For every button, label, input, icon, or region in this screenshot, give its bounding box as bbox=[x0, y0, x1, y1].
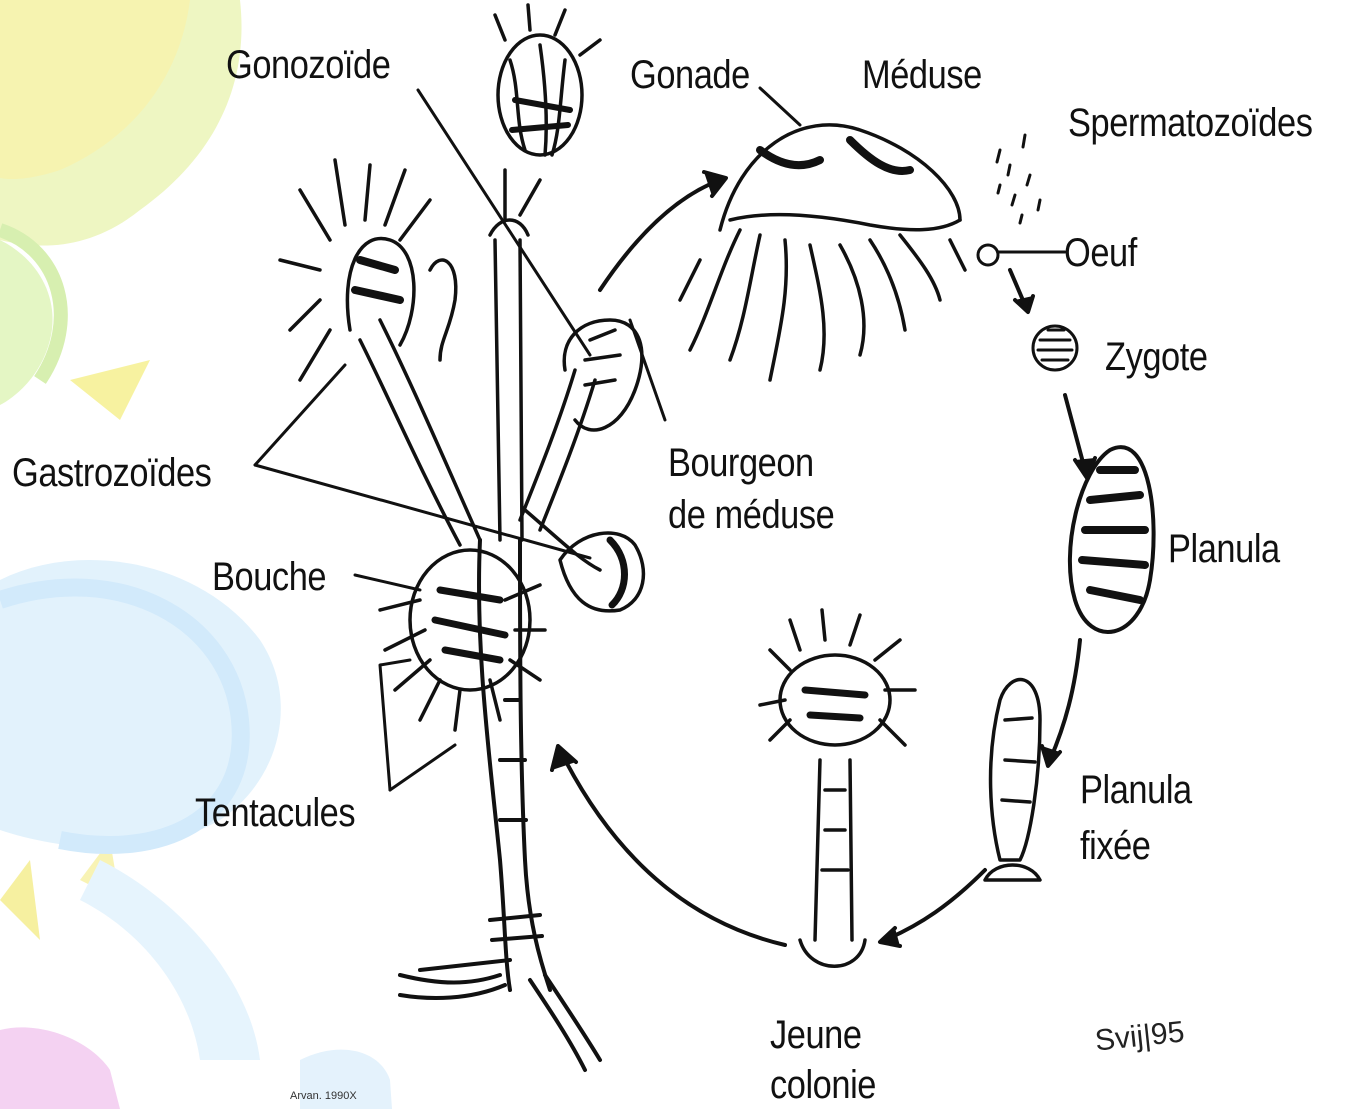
label-bouche: Bouche bbox=[212, 554, 326, 600]
label-jeune-line2: colonie bbox=[770, 1062, 876, 1108]
spermatozoa bbox=[997, 135, 1040, 223]
medusa-bud bbox=[520, 320, 642, 530]
label-zygote: Zygote bbox=[1105, 334, 1208, 380]
fixed-planula bbox=[985, 680, 1040, 880]
label-oeuf: Oeuf bbox=[1064, 230, 1137, 276]
medusa bbox=[680, 125, 965, 380]
young-colony bbox=[760, 610, 915, 966]
label-jeune-line1: Jeune bbox=[770, 1012, 862, 1058]
planula bbox=[1070, 447, 1154, 632]
arrow-bud-to-medusa bbox=[600, 180, 720, 290]
label-planula-fixee-line1: Planula bbox=[1080, 767, 1192, 813]
label-gonozoide: Gonozoïde bbox=[226, 42, 390, 88]
colony-stalk bbox=[400, 540, 600, 1070]
zygote bbox=[1033, 326, 1077, 370]
arrow-planula-to-fixed bbox=[1050, 640, 1080, 760]
gastrozoid-right bbox=[525, 510, 643, 611]
egg bbox=[978, 245, 1065, 265]
label-gonade: Gonade bbox=[630, 52, 750, 98]
leader-lines bbox=[255, 88, 800, 790]
label-planula-fixee-line2: fixée bbox=[1080, 823, 1151, 869]
label-meduse: Méduse bbox=[862, 52, 982, 98]
label-tentacules: Tentacules bbox=[195, 790, 355, 836]
artist-credit: Arvan. 1990X bbox=[290, 1090, 357, 1102]
label-bourgeon-line1: Bourgeon bbox=[668, 440, 814, 486]
label-bourgeon-line2: de méduse bbox=[668, 492, 834, 538]
label-gastrozoides: Gastrozoïdes bbox=[12, 450, 211, 496]
label-planula: Planula bbox=[1168, 526, 1280, 572]
arrow-fixed-to-colony bbox=[885, 870, 985, 940]
arrow-colony-to-adult bbox=[560, 750, 785, 945]
gastrozoid-left bbox=[280, 160, 480, 545]
label-spermatozoides: Spermatozoïdes bbox=[1068, 100, 1312, 146]
